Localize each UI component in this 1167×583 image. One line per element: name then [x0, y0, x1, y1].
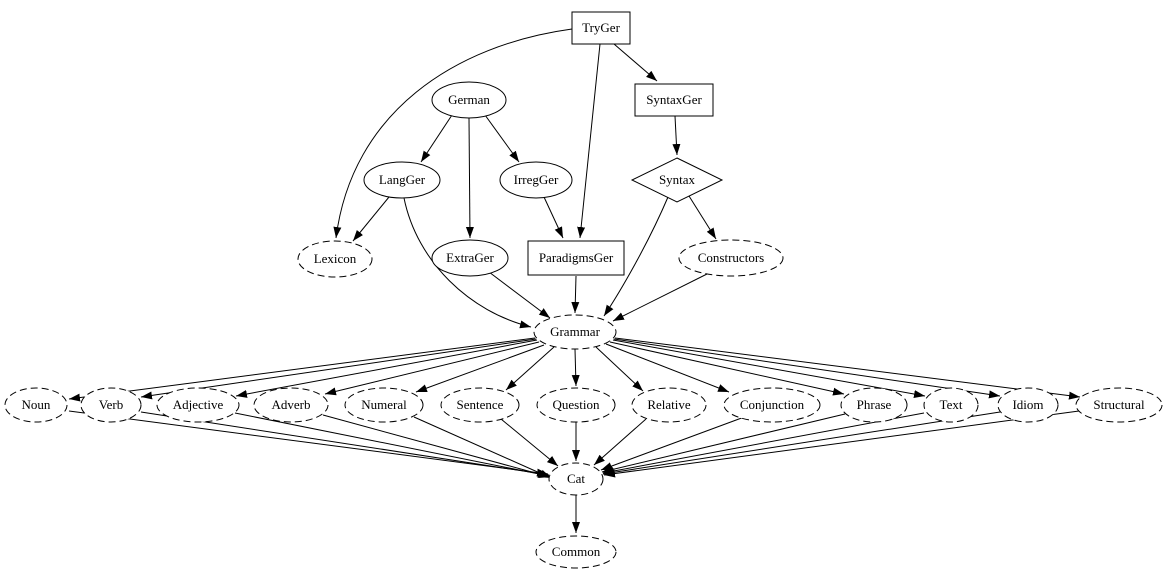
node-sentence: Sentence	[440, 387, 520, 423]
node-syntax-label: Syntax	[659, 172, 696, 187]
node-question-label: Question	[553, 397, 600, 412]
edge-syntaxger-syntax	[672, 115, 681, 156]
edge-irregger-paradigmsger	[543, 196, 564, 239]
node-adjective-label: Adjective	[173, 397, 224, 412]
node-lexicon-label: Lexicon	[314, 251, 357, 266]
edge-grammar-sentence	[505, 346, 555, 391]
node-cat: Cat	[548, 462, 604, 496]
node-adjective: Adjective	[156, 387, 240, 423]
edge-conjunction-cat	[600, 415, 748, 471]
edge-idiom-cat	[602, 411, 1001, 477]
edge-tryger-syntaxger	[613, 43, 658, 82]
node-noun: Noun	[4, 387, 68, 423]
node-text-label: Text	[940, 397, 963, 412]
node-syntax: Syntax	[630, 157, 724, 203]
node-layer: TryGer SyntaxGer German LangGer IrregGer…	[4, 11, 1163, 569]
edge-grammar-noun	[68, 337, 536, 402]
edge-text-cat	[602, 412, 925, 475]
edge-grammar-phrase	[609, 341, 845, 396]
node-phrase: Phrase	[840, 387, 908, 423]
node-idiom-label: Idiom	[1012, 397, 1043, 412]
node-idiom: Idiom	[997, 387, 1059, 423]
node-constructors-label: Constructors	[698, 250, 764, 265]
edge-verb-cat	[140, 411, 550, 478]
node-common: Common	[535, 535, 617, 569]
node-grammar: Grammar	[533, 314, 617, 350]
edge-grammar-verb	[140, 338, 537, 400]
edge-phrase-cat	[601, 413, 846, 474]
edge-german-irregger	[484, 114, 520, 163]
node-paradigmsger: ParadigmsGer	[527, 240, 625, 276]
edge-adjective-cat	[234, 412, 550, 478]
edge-grammar-idiom	[613, 338, 1001, 399]
edge-german-extrager	[465, 117, 474, 239]
edge-tryger-paradigmsger	[577, 43, 601, 239]
node-relative: Relative	[631, 387, 707, 423]
node-numeral-label: Numeral	[361, 397, 407, 412]
node-common-label: Common	[552, 544, 601, 559]
edge-langger-grammar	[403, 197, 532, 329]
node-sentence-label: Sentence	[457, 397, 504, 412]
node-question: Question	[536, 387, 616, 423]
node-structural-label: Structural	[1093, 397, 1145, 412]
edge-grammar-text	[612, 339, 926, 398]
edge-noun-cat	[68, 410, 549, 477]
node-text: Text	[923, 387, 979, 423]
node-adverb: Adverb	[253, 387, 329, 423]
node-extrager: ExtraGer	[431, 239, 509, 277]
edge-grammar-question	[571, 348, 580, 387]
edge-extrager-grammar	[488, 271, 551, 319]
node-syntaxger-label: SyntaxGer	[646, 92, 702, 107]
node-irregger-label: IrregGer	[514, 172, 559, 187]
edge-relative-cat	[593, 418, 647, 466]
node-constructors: Constructors	[678, 239, 784, 277]
edge-numeral-cat	[413, 416, 552, 479]
edge-syntax-grammar	[603, 196, 669, 317]
node-irregger: IrregGer	[499, 161, 573, 199]
node-langger-label: LangGer	[379, 172, 426, 187]
node-verb: Verb	[80, 387, 142, 423]
edge-grammar-structural	[614, 337, 1081, 400]
node-tryger-label: TryGer	[582, 20, 620, 35]
edge-structural-cat	[603, 410, 1080, 478]
node-structural: Structural	[1075, 387, 1163, 423]
node-verb-label: Verb	[99, 397, 124, 412]
edge-grammar-conjunction	[605, 343, 730, 393]
node-numeral: Numeral	[344, 387, 424, 423]
node-noun-label: Noun	[22, 397, 51, 412]
edge-grammar-adverb	[324, 341, 540, 396]
node-syntaxger: SyntaxGer	[634, 83, 714, 117]
edge-syntax-constructors	[688, 195, 717, 240]
node-langger: LangGer	[363, 161, 441, 199]
node-grammar-label: Grammar	[550, 324, 600, 339]
node-adverb-label: Adverb	[272, 397, 311, 412]
node-german: German	[431, 81, 507, 119]
edge-sentence-cat	[500, 418, 559, 467]
node-lexicon: Lexicon	[297, 240, 373, 278]
node-german-label: German	[448, 92, 490, 107]
edge-constructors-grammar	[612, 271, 712, 322]
edge-langger-lexicon	[352, 196, 390, 242]
edge-grammar-adjective	[235, 339, 538, 398]
node-paradigmsger-label: ParadigmsGer	[539, 250, 614, 265]
node-phrase-label: Phrase	[857, 397, 892, 412]
edge-layer	[68, 28, 1081, 533]
edge-paradigmsger-grammar	[571, 275, 580, 314]
node-cat-label: Cat	[567, 471, 585, 486]
edge-grammar-numeral	[415, 344, 545, 393]
edge-tryger-lexicon	[333, 28, 573, 239]
edge-grammar-relative	[595, 346, 644, 392]
edge-adverb-cat	[322, 414, 551, 478]
node-tryger: TryGer	[571, 11, 631, 45]
node-conjunction: Conjunction	[723, 387, 821, 423]
node-conjunction-label: Conjunction	[740, 397, 805, 412]
edge-german-langger	[420, 114, 453, 163]
node-relative-label: Relative	[647, 397, 691, 412]
node-extrager-label: ExtraGer	[446, 250, 494, 265]
